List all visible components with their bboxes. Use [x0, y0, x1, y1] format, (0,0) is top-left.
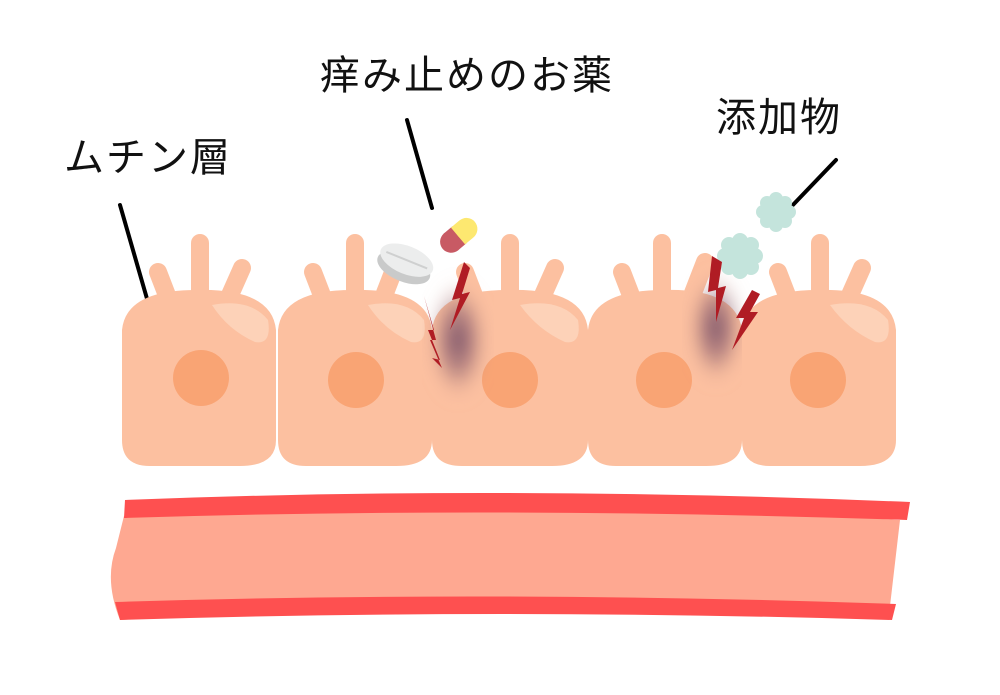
label-mucin-layer: ムチン層: [64, 135, 232, 181]
cell-damaged: [428, 234, 588, 466]
lightning-bolt-icon: [732, 290, 760, 350]
epithelial-cells: [122, 234, 896, 466]
leader-line-additives: [788, 158, 838, 210]
cell: [278, 234, 432, 466]
lightning-bolt-icon: [450, 262, 470, 330]
cell: [122, 234, 276, 466]
label-additives: 添加物: [716, 95, 842, 141]
vessel-wall-top: [124, 492, 910, 520]
lightning-bolt-icon: [424, 296, 442, 368]
additive-particle-icon: [756, 192, 796, 232]
label-itch-medicine: 痒み止めのお薬: [320, 53, 614, 99]
vessel-lumen: [110, 506, 901, 620]
inflammation-bruise: [428, 278, 488, 402]
lightning-bolt-icon: [708, 256, 726, 322]
lightning-bolts: [424, 256, 760, 368]
cell: [742, 234, 896, 466]
inflammation-bruise: [688, 270, 744, 386]
vessel-wall-bottom: [115, 596, 896, 620]
tablet-pill-icon: [377, 243, 434, 285]
leader-line-medicine: [405, 118, 434, 210]
blood-vessel: [110, 492, 910, 620]
cell-damaged: [588, 234, 744, 466]
additive-particle-icon: [717, 233, 763, 279]
capsule-pill-icon: [440, 217, 478, 253]
